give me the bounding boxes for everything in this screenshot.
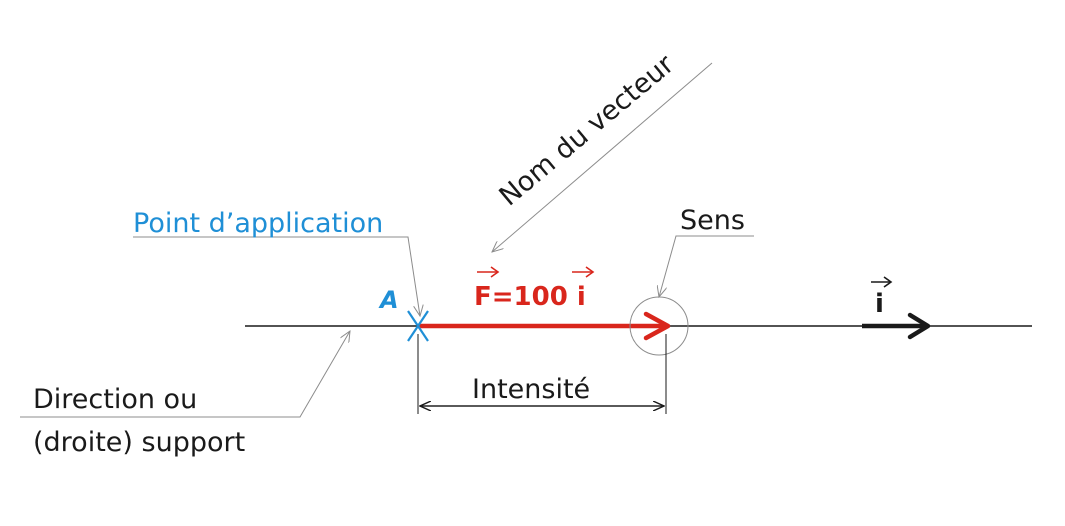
unit-vector-label: i: [875, 289, 884, 319]
direction-label-line1: Direction ou: [33, 384, 197, 415]
vector-expression-label: F=100 i: [474, 282, 586, 312]
vector-name-label: Nom du vecteur: [494, 48, 681, 212]
vector-expression: F=100 i: [474, 266, 595, 312]
leader-lines: [20, 62, 754, 418]
direction-label-line2: (droite) support: [33, 427, 245, 458]
point-application-label: Point d’application: [133, 208, 383, 239]
sens-label: Sens: [680, 205, 745, 236]
intensity-dimension: [417, 334, 667, 414]
point-name-label: A: [378, 286, 399, 314]
application-point-cross: [407, 310, 429, 342]
force-vector: [418, 311, 671, 341]
unit-vector-label-group: i: [871, 276, 893, 319]
unit-vector-arrow: [862, 312, 931, 340]
intensity-label: Intensité: [472, 374, 590, 405]
